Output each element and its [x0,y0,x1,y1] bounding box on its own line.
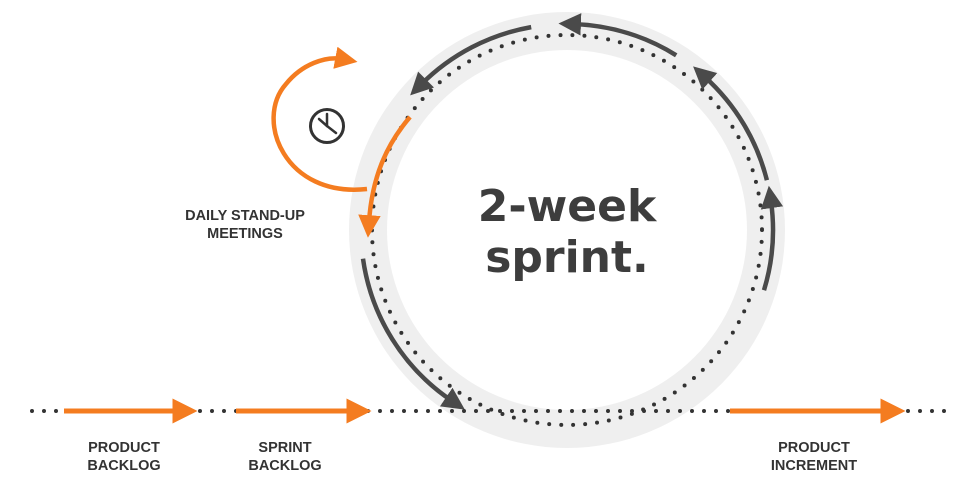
standup-label-line1: DAILY STAND-UP [185,208,305,224]
sprint-backlog-label-line1: SPRINT [258,440,311,456]
product-increment-label-line2: INCREMENT [771,458,857,474]
sprint-cycle-arrow-2 [693,66,770,181]
product-increment-label-line1: PRODUCT [778,440,850,456]
product-backlog-label-line2: BACKLOG [87,458,160,474]
sprint-title-line2: sprint. [485,232,649,283]
sprint-backlog-label-line2: BACKLOG [248,458,321,474]
clock-icon [309,108,345,144]
sprint-ring-inner [387,50,747,410]
sprint-cycle-arrow-4 [410,24,532,96]
sprint-cycle-arrow-1 [760,185,784,291]
sprint-cycle-arrow-5 [360,258,465,410]
daily-standup-loop [271,46,368,192]
daily-standup-arc-arrow [358,115,412,238]
sprint-cycle-arrows [360,13,784,410]
sprint-title-line1: 2-week [478,181,658,232]
standup-label-line2: MEETINGS [207,226,283,242]
product-backlog-label-line1: PRODUCT [88,440,160,456]
sprint-cycle-arrow-3 [558,13,678,58]
